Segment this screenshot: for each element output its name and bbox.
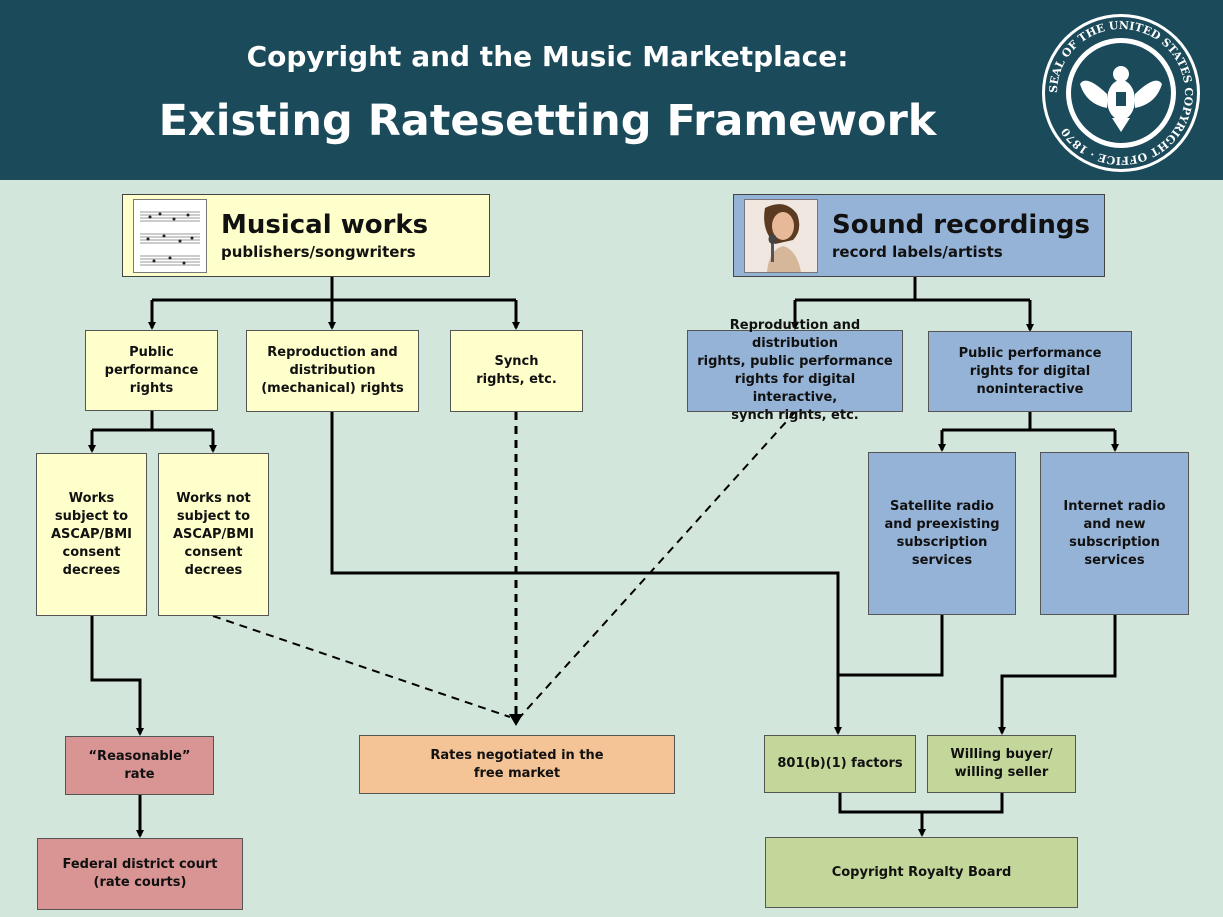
sound-recordings-subtitle: record labels/artists — [832, 242, 1003, 261]
title-line-1: Copyright and the Music Marketplace: — [246, 40, 849, 73]
musical-works-title: Musical works — [221, 209, 429, 240]
copyright-office-seal-icon: SEAL OF THE UNITED STATES COPYRIGHT OFFI… — [1042, 14, 1200, 172]
synch-rights-box: Synch rights, etc. — [450, 330, 583, 412]
public-performance-rights-box: Public performance rights — [85, 330, 218, 411]
sheet-music-icon — [133, 198, 207, 273]
willing-buyer-box: Willing buyer/ willing seller — [927, 735, 1076, 793]
sr-reproduction-rights-box: Reproduction and distribution rights, pu… — [687, 318, 903, 423]
sr-public-performance-box: Public performance rights for digital no… — [928, 331, 1132, 412]
district-court-box: Federal district court (rate courts) — [37, 838, 243, 910]
sound-recordings-title: Sound recordings — [832, 209, 1090, 240]
satellite-radio-box: Satellite radio and preexisting subscrip… — [868, 452, 1016, 615]
copyright-royalty-board-box: Copyright Royalty Board — [765, 837, 1078, 908]
sound-recordings-box: Sound recordings record labels/artists — [733, 194, 1105, 277]
title-line-2: Existing Ratesetting Framework — [158, 96, 937, 146]
internet-radio-box: Internet radio and new subscription serv… — [1040, 452, 1189, 615]
musical-works-subtitle: publishers/songwriters — [221, 242, 416, 261]
musical-works-box: Musical works publishers/songwriters — [122, 194, 490, 277]
factors-801b1-box: 801(b)(1) factors — [764, 735, 916, 793]
mechanical-rights-box: Reproduction and distribution (mechanica… — [246, 330, 419, 412]
not-consent-decrees-box: Works not subject to ASCAP/BMI consent d… — [158, 453, 269, 616]
header-banner: Copyright and the Music Marketplace: Exi… — [0, 0, 1223, 180]
consent-decrees-box: Works subject to ASCAP/BMI consent decre… — [36, 453, 147, 616]
reasonable-rate-box: “Reasonable” rate — [65, 736, 214, 795]
free-market-box: Rates negotiated in the free market — [359, 735, 675, 794]
singer-photo-icon — [744, 198, 818, 273]
